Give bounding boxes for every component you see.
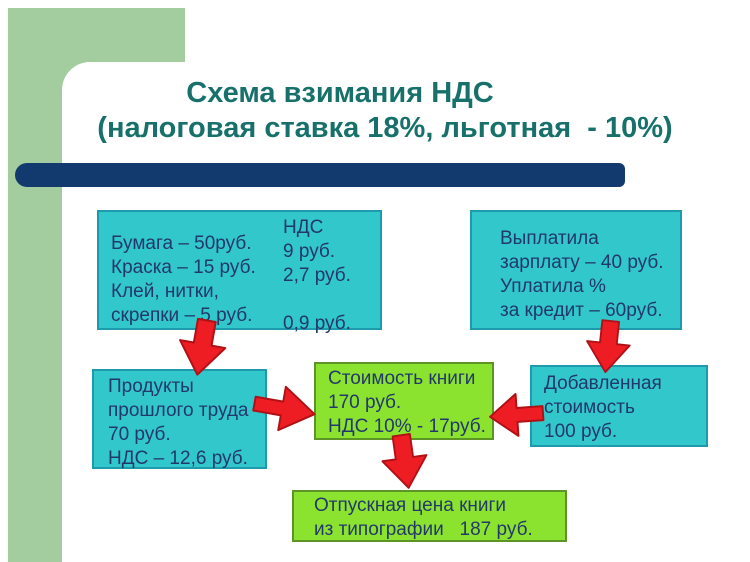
added-value-line: Добавленная: [544, 373, 662, 394]
slide-title: Схема взимания НДС (налоговая ставка 18%…: [0, 76, 750, 146]
company-line: Уплатила %: [500, 276, 606, 297]
vat-line: 9 руб.: [283, 241, 336, 262]
materials-column-items: Бумага – 50руб. Краска – 15 руб. Клей, н…: [111, 232, 256, 328]
past-labor-line: 70 руб.: [108, 424, 171, 445]
past-labor-line: НДС – 12,6 руб.: [108, 448, 248, 469]
materials-line: Краска – 15 руб.: [111, 257, 256, 278]
materials-column-vat: НДС 9 руб. 2,7 руб. 0,9 руб.: [283, 216, 351, 336]
vat-line: НДС: [283, 217, 324, 238]
arrow-down-icon: [167, 313, 237, 383]
arrow-right-icon: [248, 377, 322, 442]
book-cost-box: Стоимость книги 170 руб. НДС 10% - 17руб…: [314, 362, 494, 440]
factory-price-line: из типографии 187 руб.: [314, 519, 533, 540]
book-cost-line: 170 руб.: [328, 392, 402, 413]
materials-line: скрепки – 5 руб.: [111, 305, 253, 326]
vat-line: 2,7 руб.: [283, 265, 351, 286]
vat-line: 0,9 руб.: [283, 313, 351, 334]
added-value-box: Добавленная стоимость 100 руб.: [530, 365, 708, 447]
book-cost-line: НДС 10% - 17руб.: [328, 416, 486, 437]
materials-line: Клей, нитки,: [111, 281, 219, 302]
book-cost-line: Стоимость книги: [328, 368, 476, 389]
arrow-left-icon: [485, 388, 546, 442]
added-value-line: 100 руб.: [544, 421, 618, 442]
title-line-1: Схема взимания НДС: [186, 77, 494, 109]
factory-price-box: Отпускная цена книги из типографии 187 р…: [292, 490, 567, 542]
factory-price-line: Отпускная цена книги: [314, 495, 507, 516]
past-labor-box: Продукты прошлого труда 70 руб. НДС – 12…: [92, 369, 267, 469]
materials-box: Бумага – 50руб. Краска – 15 руб. Клей, н…: [97, 210, 382, 334]
arrow-down-icon: [372, 429, 438, 495]
title-line-2: (налоговая ставка 18%, льготная - 10%): [97, 112, 673, 144]
company-line: Выплатила: [500, 228, 599, 249]
divider-bar: [15, 163, 625, 187]
added-value-line: стоимость: [544, 397, 635, 418]
company-payments-box: Выплатила зарплату – 40 руб. Уплатила % …: [470, 210, 682, 330]
past-labor-line: прошлого труда: [108, 400, 249, 421]
materials-line: Бумага – 50руб.: [111, 233, 252, 254]
company-line: за кредит – 60руб.: [500, 300, 663, 321]
company-line: зарплату – 40 руб.: [500, 252, 664, 273]
vat-line: [283, 288, 351, 312]
arrow-down-icon: [577, 315, 639, 379]
past-labor-line: Продукты: [108, 376, 194, 397]
